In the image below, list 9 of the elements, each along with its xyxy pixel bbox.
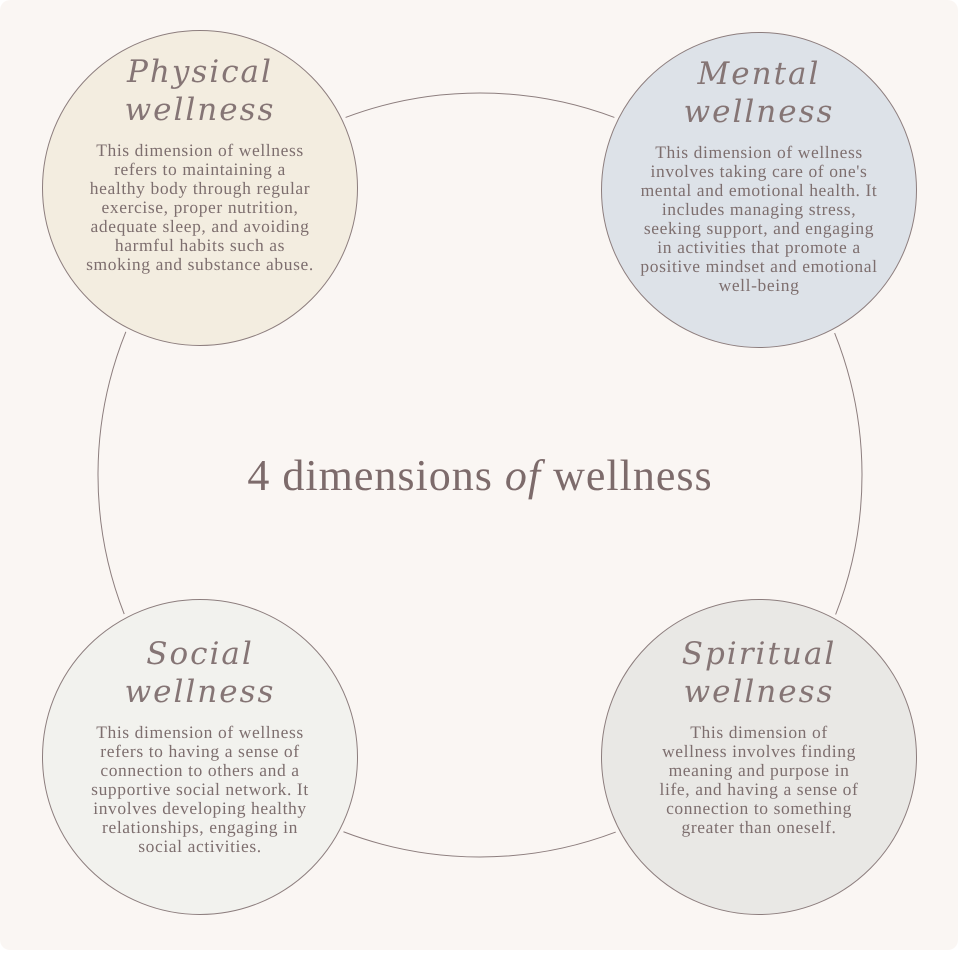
circle-heading: Physical wellness — [124, 53, 276, 129]
circle-heading: Social wellness — [124, 635, 276, 711]
center-title: 4 dimensions of wellness — [247, 450, 713, 500]
circle-heading: Spiritual wellness — [680, 635, 838, 711]
circle-heading: Mental wellness — [682, 55, 836, 131]
description-text: This dimension of wellness involves finding meaning and purpose in life, and having a sense of connection to something greater than oneself. — [659, 723, 859, 837]
description-text: This dimension of wellness refers to maintaining a healthy body through regular exercise, proper nutrition, adequate sleep, and avoiding harmful habits such as smoking and substance abuse. — [86, 141, 314, 274]
description-text: This dimension of wellness refers to having a sense of connection to others and a supportive social network. It involves developing healthy relationships, engaging in social activities. — [90, 723, 310, 856]
description-text: This dimension of wellness involves taking care of one's mental and emotional health. It includes managing stress, seeking support, and engaging in activities that promote a positive mindset and emotional well-being — [639, 143, 879, 295]
